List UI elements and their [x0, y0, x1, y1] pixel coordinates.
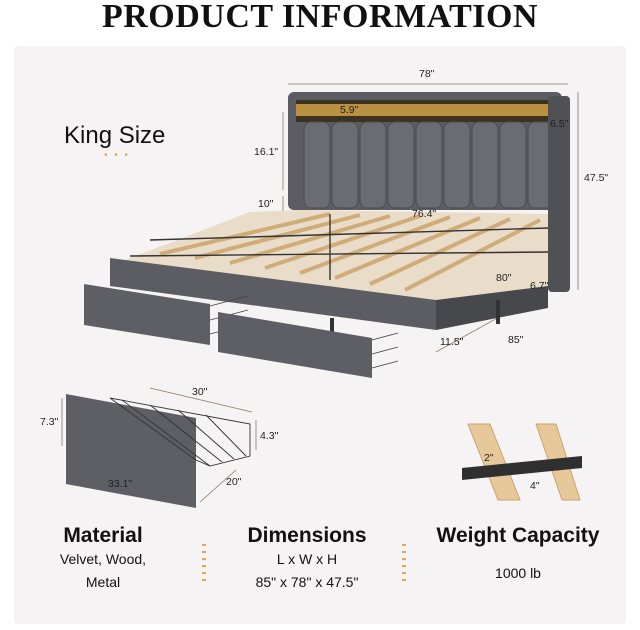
- weight-line1: 1000 lb: [495, 565, 541, 581]
- dim-leg: 11.5": [440, 336, 464, 348]
- drawer-dim-length: 30": [192, 386, 208, 398]
- dimensions-section: Dimensions L x W x H 85" x 78" x 47.5": [228, 524, 386, 594]
- slat-dim-thickness: 2": [484, 452, 494, 464]
- page-title: PRODUCT INFORMATION: [101, 0, 539, 35]
- leg: [496, 300, 500, 324]
- dim-headboard-height: 16.1": [254, 146, 279, 158]
- dim-length: 85": [508, 334, 524, 346]
- separator: [402, 544, 406, 584]
- size-dots: • • •: [104, 150, 131, 161]
- led-strip: [296, 104, 554, 116]
- weight-section: Weight Capacity 1000 lb: [424, 524, 612, 585]
- frame-rails: [129, 214, 549, 280]
- separator: [202, 544, 206, 584]
- dim-inner-width: 76.4": [412, 208, 437, 220]
- slat-detail: [462, 423, 582, 501]
- dim-total-height: 47.5": [584, 172, 609, 184]
- drawer-dim-front-width: 33.1": [108, 478, 133, 490]
- drawer-dim-width: 20": [226, 476, 242, 488]
- drawer-detail: [61, 387, 257, 508]
- drawer-left: [84, 284, 249, 345]
- headboard-channels: [303, 121, 555, 209]
- dim-clearance: 10": [258, 198, 274, 210]
- material-section: Material Velvet, Wood, Metal: [44, 524, 162, 594]
- weight-heading: Weight Capacity: [436, 524, 600, 547]
- spec-panel: [14, 512, 626, 624]
- wing-side: [548, 96, 570, 292]
- dim-side: 6.5": [550, 118, 569, 130]
- dimensions-line1: L x W x H: [276, 551, 338, 567]
- size-label: King Size: [64, 122, 166, 149]
- drawer-dim-front-height: 7.3": [40, 416, 59, 428]
- material-line2: Metal: [85, 574, 121, 590]
- side-rail-front: [110, 258, 436, 330]
- dim-shelf: 5.9": [340, 104, 359, 116]
- drawer-dim-depth: 4.3": [260, 430, 279, 442]
- leg: [330, 318, 334, 340]
- material-line1: Velvet, Wood,: [59, 551, 147, 567]
- dim-inner-length: 80": [496, 272, 512, 284]
- drawer-right: [218, 312, 399, 378]
- slat-dim-width: 4": [530, 480, 540, 492]
- material-heading: Material: [63, 524, 143, 547]
- dim-rail: 6.7": [530, 280, 549, 292]
- dimensions-heading: Dimensions: [247, 524, 367, 547]
- dimensions-line2: 85" x 78" x 47.5": [255, 574, 359, 590]
- dim-width-top: 78": [419, 68, 435, 80]
- side-rail-end: [436, 286, 548, 330]
